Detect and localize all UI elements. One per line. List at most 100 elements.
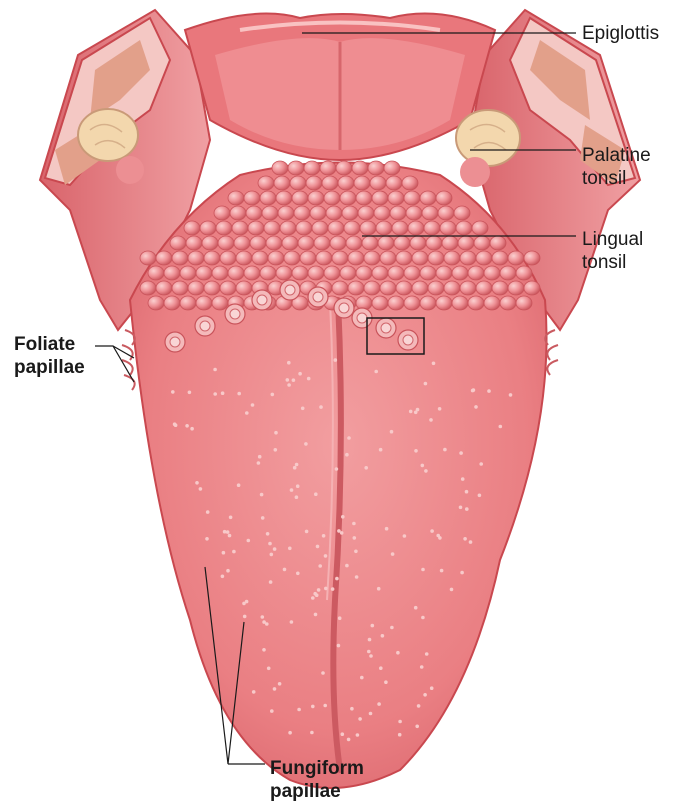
fungiform-dot <box>341 732 345 736</box>
lingual-bump <box>372 266 388 280</box>
fungiform-dot <box>174 423 178 427</box>
lingual-bump <box>276 191 292 205</box>
lingual-bump <box>412 251 428 265</box>
lingual-bump <box>170 236 186 250</box>
fungiform-dot <box>171 390 175 394</box>
lingual-bump <box>336 161 352 175</box>
lingual-bump <box>458 236 474 250</box>
fungiform-dot <box>354 550 358 554</box>
fungiform-dot <box>322 534 326 538</box>
fungiform-dot <box>479 462 483 466</box>
lingual-bump <box>156 251 172 265</box>
lingual-bump <box>524 281 540 295</box>
fungiform-dot <box>487 389 491 393</box>
fungiform-dot <box>440 569 444 573</box>
lingual-bump <box>420 191 436 205</box>
fungiform-dot <box>305 530 309 534</box>
fungiform-dot <box>316 545 320 549</box>
fungiform-dot <box>268 542 272 546</box>
fungiform-dot <box>398 720 402 724</box>
fungiform-dot <box>185 424 189 428</box>
fungiform-dot <box>377 702 381 706</box>
lingual-bump <box>344 221 360 235</box>
fungiform-dot <box>270 553 274 557</box>
fungiform-dot <box>252 690 256 694</box>
lingual-bump <box>524 251 540 265</box>
epiglottis-structure <box>185 14 495 160</box>
lingual-bump <box>264 221 280 235</box>
vallate-papilla-center <box>313 292 323 302</box>
fungiform-dot <box>335 577 339 581</box>
lingual-bump <box>216 221 232 235</box>
fungiform-dot <box>472 388 476 392</box>
vallate-papilla-center <box>257 295 267 305</box>
fungiform-dot <box>421 616 425 620</box>
lingual-bump <box>164 266 180 280</box>
fungiform-dot <box>423 693 427 697</box>
lingual-bump <box>484 266 500 280</box>
fungiform-dot <box>425 652 429 656</box>
fungiform-dot <box>414 411 418 415</box>
fungiform-dot <box>379 666 383 670</box>
fungiform-dot <box>420 665 424 669</box>
lingual-bump <box>262 206 278 220</box>
lingual-bump <box>360 221 376 235</box>
lingual-bump <box>436 191 452 205</box>
lingual-bump <box>472 221 488 235</box>
fungiform-dot <box>345 564 349 568</box>
fungiform-dot <box>352 522 356 526</box>
fungiform-dot <box>273 687 277 691</box>
lingual-bump <box>452 296 468 310</box>
lingual-bump <box>346 236 362 250</box>
fungiform-dot <box>190 427 194 431</box>
fungiform-dot <box>317 588 321 592</box>
fungiform-dot <box>247 539 251 543</box>
lingual-bump <box>516 296 532 310</box>
vallate-papilla-center <box>339 303 349 313</box>
lingual-bump <box>306 176 322 190</box>
lingual-bump <box>322 176 338 190</box>
vallate-papilla-center <box>357 313 367 323</box>
lingual-bump <box>384 161 400 175</box>
lingual-bump <box>460 251 476 265</box>
lingual-bump <box>404 266 420 280</box>
fungiform-dot <box>245 600 249 604</box>
lingual-bump <box>364 251 380 265</box>
lingual-bump <box>370 176 386 190</box>
lingual-bump <box>368 161 384 175</box>
fungiform-dot <box>296 572 300 576</box>
lingual-bump <box>328 221 344 235</box>
lingual-bump <box>356 191 372 205</box>
fungiform-dot <box>443 448 447 452</box>
fungiform-dot <box>311 705 315 709</box>
fungiform-dot <box>421 568 425 572</box>
lingual-bump <box>204 281 220 295</box>
lingual-bump <box>272 161 288 175</box>
lingual-bump <box>440 221 456 235</box>
lingual-bump <box>188 281 204 295</box>
lingual-bump <box>394 236 410 250</box>
lingual-bump <box>468 296 484 310</box>
fungiform-dot <box>403 534 407 538</box>
lingual-bump <box>282 236 298 250</box>
lingual-bump <box>246 206 262 220</box>
fungiform-dot <box>432 362 436 366</box>
lingual-bump <box>260 191 276 205</box>
fungiform-dot <box>417 704 421 708</box>
lingual-bump <box>148 296 164 310</box>
fungiform-dot <box>430 529 434 533</box>
lingual-bump <box>244 266 260 280</box>
lingual-bump <box>340 266 356 280</box>
fungiform-dot <box>286 378 290 382</box>
fungiform-dot <box>364 466 368 470</box>
fungiform-dot <box>295 463 299 467</box>
lingual-bump <box>500 266 516 280</box>
lingual-bump <box>220 281 236 295</box>
lingual-bump <box>164 296 180 310</box>
fungiform-dot <box>304 442 308 446</box>
fungiform-dot <box>414 606 418 610</box>
fungiform-dot <box>450 588 454 592</box>
fungiform-dot <box>438 407 442 411</box>
lingual-bump <box>200 221 216 235</box>
